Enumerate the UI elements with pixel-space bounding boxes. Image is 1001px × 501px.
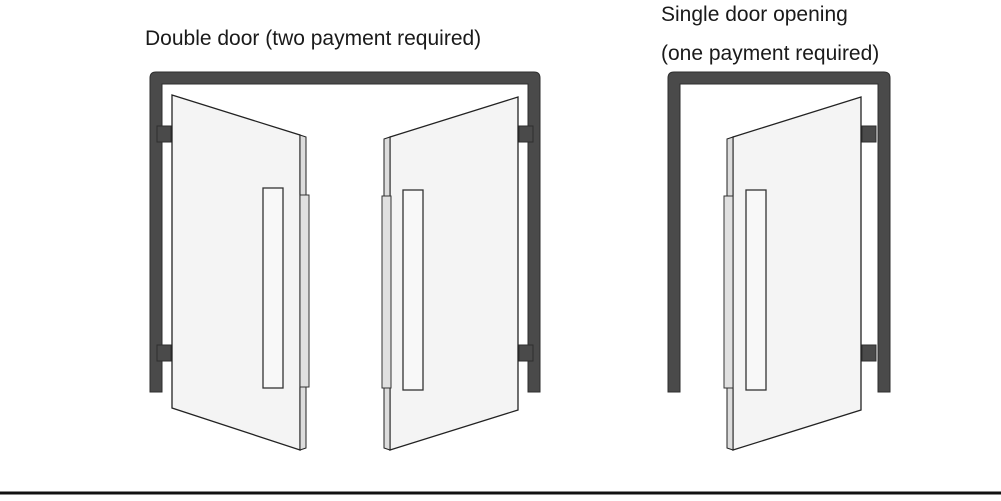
single-door-label-line2: (one payment required) [661, 42, 880, 65]
single-hinge-top [861, 125, 877, 143]
hinge-right-top [518, 125, 534, 143]
double-door-frame [149, 71, 541, 393]
single-leaf-back-handle [723, 195, 734, 389]
double-door-right-leaf [381, 96, 519, 451]
double-door-left-leaf [171, 94, 310, 451]
right-leaf-handle [402, 189, 424, 391]
left-leaf-back-handle [299, 194, 310, 388]
single-leaf-handle [745, 189, 767, 391]
single-door-label-line1: Single door opening [661, 3, 848, 26]
left-leaf-handle [262, 187, 284, 389]
single-door-frame [667, 71, 891, 393]
single-hinge-bottom [861, 344, 877, 362]
double-door-label: Double door (two payment required) [145, 27, 482, 50]
hinge-left-bottom [156, 344, 172, 362]
right-leaf-back-handle [381, 195, 392, 389]
hinge-left-top [156, 125, 172, 143]
hinge-right-bottom [518, 344, 534, 362]
single-door-leaf [723, 96, 862, 451]
